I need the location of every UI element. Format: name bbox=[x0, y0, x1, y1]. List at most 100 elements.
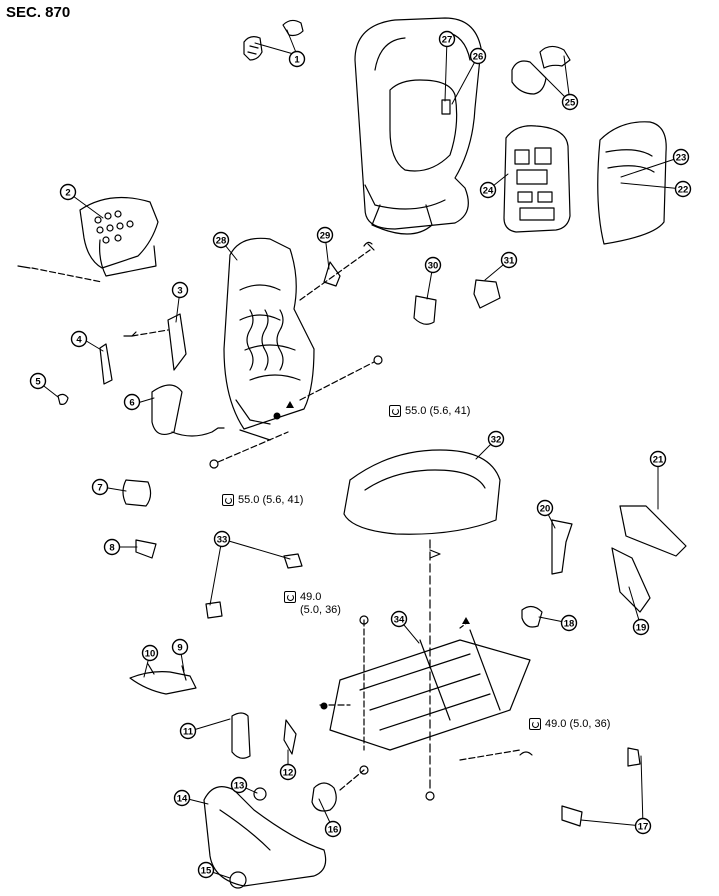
callout-3: 3 bbox=[171, 281, 189, 299]
callout-number: 2 bbox=[65, 188, 70, 199]
part-06 bbox=[151, 384, 225, 437]
callout-12: 12 bbox=[279, 763, 297, 781]
callout-number: 7 bbox=[97, 483, 102, 494]
callout-circle bbox=[536, 499, 554, 517]
callout-circle bbox=[70, 330, 88, 348]
marker-triangles bbox=[286, 401, 470, 624]
callout-5: 5 bbox=[29, 372, 47, 390]
part-07 bbox=[122, 479, 152, 507]
callout-15: 15 bbox=[197, 861, 215, 879]
callout-8: 8 bbox=[103, 538, 121, 556]
callout-circle bbox=[561, 93, 579, 111]
callout-number: 28 bbox=[216, 236, 227, 247]
callout-24: 24 bbox=[479, 181, 497, 199]
part-04 bbox=[99, 343, 113, 385]
callout-circle bbox=[91, 478, 109, 496]
callout-26: 26 bbox=[469, 47, 487, 65]
part-11 bbox=[231, 712, 251, 759]
torque-wrench-icon bbox=[389, 405, 401, 417]
callout-14: 14 bbox=[173, 789, 191, 807]
part-19 bbox=[611, 547, 651, 613]
callout-number: 26 bbox=[473, 52, 484, 63]
callout-33: 33 bbox=[213, 530, 231, 548]
callout-circle bbox=[230, 776, 248, 794]
part-31 bbox=[473, 279, 501, 309]
callout-circle bbox=[390, 610, 408, 628]
callout-circle bbox=[469, 47, 487, 65]
part-17 bbox=[561, 747, 641, 827]
callout-number: 18 bbox=[564, 619, 575, 630]
part-22-23 bbox=[597, 121, 667, 245]
callout-circle bbox=[213, 530, 231, 548]
callout-circle bbox=[649, 450, 667, 468]
callout-number: 30 bbox=[428, 261, 439, 272]
part-05 bbox=[57, 393, 69, 405]
callout-circle bbox=[103, 538, 121, 556]
torque-value-line1: 49.0 bbox=[300, 591, 322, 603]
part-25 bbox=[511, 45, 571, 95]
torque-value: 49.0 (5.0, 36) bbox=[545, 718, 611, 730]
part-14 bbox=[203, 786, 327, 889]
callout-number: 4 bbox=[76, 335, 82, 346]
callout-4: 4 bbox=[70, 330, 88, 348]
callout-22: 22 bbox=[674, 180, 692, 198]
torque-value: 55.0 (5.6, 41) bbox=[405, 405, 471, 417]
callout-number: 23 bbox=[676, 153, 687, 164]
callout-circle bbox=[487, 430, 505, 448]
callout-circle bbox=[672, 148, 690, 166]
part-02 bbox=[17, 196, 159, 283]
callout-18: 18 bbox=[560, 614, 578, 632]
callout-circle bbox=[316, 226, 334, 244]
callout-number: 5 bbox=[35, 377, 41, 388]
callout-number: 16 bbox=[328, 825, 339, 836]
part-13 bbox=[253, 787, 267, 801]
callout-7: 7 bbox=[91, 478, 109, 496]
callout-circle bbox=[59, 183, 77, 201]
callout-number: 15 bbox=[201, 866, 212, 877]
part-20 bbox=[551, 519, 573, 575]
callout-circle bbox=[279, 763, 297, 781]
callout-20: 20 bbox=[536, 499, 554, 517]
part-18 bbox=[521, 605, 543, 628]
callout-number: 11 bbox=[183, 727, 194, 738]
callout-6: 6 bbox=[123, 393, 141, 411]
torque-spec-seat-left: 49.0 (5.0, 36) bbox=[284, 591, 341, 617]
callout-number: 3 bbox=[177, 286, 182, 297]
callout-1: 1 bbox=[288, 50, 306, 68]
callout-circle bbox=[634, 817, 652, 835]
bolt-upper-right bbox=[299, 355, 383, 401]
callout-number: 12 bbox=[283, 768, 294, 779]
part-28-frame bbox=[223, 237, 375, 441]
callout-circle bbox=[424, 256, 442, 274]
callout-19: 19 bbox=[632, 618, 650, 636]
callout-17: 17 bbox=[634, 817, 652, 835]
callout-number: 9 bbox=[177, 643, 182, 654]
callout-number: 31 bbox=[504, 256, 515, 267]
callout-number: 14 bbox=[177, 794, 188, 805]
callout-number: 32 bbox=[491, 435, 502, 446]
callout-21: 21 bbox=[649, 450, 667, 468]
callout-number: 22 bbox=[678, 185, 689, 196]
callout-number: 13 bbox=[234, 781, 245, 792]
callout-circle bbox=[479, 181, 497, 199]
callout-31: 31 bbox=[500, 251, 518, 269]
part-09-10 bbox=[129, 663, 197, 695]
callout-2: 2 bbox=[59, 183, 77, 201]
callout-circle bbox=[29, 372, 47, 390]
torque-spec-upper: 55.0 (5.6, 41) bbox=[389, 405, 470, 418]
callout-circle bbox=[171, 638, 189, 656]
callout-11: 11 bbox=[179, 722, 197, 740]
part-24 bbox=[503, 125, 571, 233]
callout-25: 25 bbox=[561, 93, 579, 111]
callout-number: 33 bbox=[217, 535, 228, 546]
callout-30: 30 bbox=[424, 256, 442, 274]
callout-circle bbox=[171, 281, 189, 299]
part-30 bbox=[413, 295, 437, 325]
callout-circle bbox=[179, 722, 197, 740]
callout-number: 21 bbox=[653, 455, 664, 466]
torque-spec-seat-right: 49.0 (5.0, 36) bbox=[529, 718, 610, 731]
callout-number: 34 bbox=[394, 615, 405, 626]
callout-number: 24 bbox=[483, 186, 494, 197]
